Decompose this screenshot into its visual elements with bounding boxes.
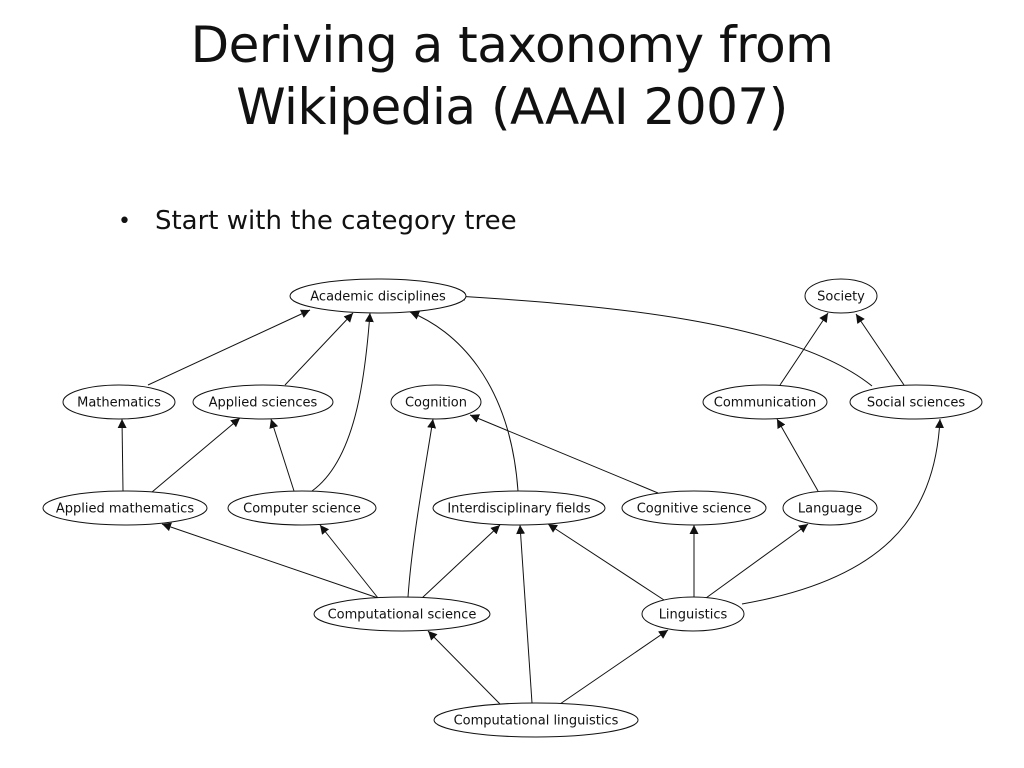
node-ellipse <box>641 596 745 632</box>
node-label: Computational science <box>328 608 477 623</box>
node-linguistics: Linguistics <box>641 596 745 632</box>
edge-applied_sci-to-academic <box>284 312 354 386</box>
edge-communication-to-society <box>779 312 829 386</box>
node-academic: Academic disciplines <box>289 278 467 314</box>
bullet-item: • Start with the category tree <box>118 206 517 236</box>
edge-linguistics-to-language <box>705 523 809 599</box>
node-ellipse <box>621 490 767 526</box>
node-applied-sci: Applied sciences <box>192 384 334 420</box>
node-label: Computational linguistics <box>454 714 619 729</box>
node-social-sci: Social sciences <box>849 384 983 420</box>
node-label: Linguistics <box>659 608 728 623</box>
node-applied-math: Applied mathematics <box>42 490 208 526</box>
edge-applied_math-to-mathematics <box>117 418 127 492</box>
node-cog-sci: Cognitive science <box>621 490 767 526</box>
node-label: Cognitive science <box>637 502 752 517</box>
graph-edges <box>117 292 945 705</box>
node-ellipse <box>702 384 828 420</box>
node-communication: Communication <box>702 384 828 420</box>
node-mathematics: Mathematics <box>62 384 176 420</box>
edge-mathematics-to-academic <box>147 309 311 386</box>
node-ellipse <box>62 384 176 420</box>
edge-language-to-communication <box>776 418 819 492</box>
node-comp-sci: Computer science <box>227 490 377 526</box>
node-ellipse <box>433 702 639 738</box>
node-label: Communication <box>714 396 816 411</box>
title-line-1: Deriving a taxonomy from <box>190 16 834 74</box>
edge-comp_science-to-interdisc <box>421 524 501 599</box>
node-label: Mathematics <box>77 396 161 411</box>
edge-social_sci-to-academic <box>455 292 873 387</box>
edge-comp_sci-to-academic <box>311 312 374 492</box>
node-label: Interdisciplinary fields <box>447 502 591 517</box>
node-ellipse <box>804 278 878 314</box>
node-ellipse <box>42 490 208 526</box>
node-ellipse <box>289 278 467 314</box>
node-ellipse <box>432 490 606 526</box>
node-ellipse <box>192 384 334 420</box>
edge-comp_ling-to-comp_science <box>427 630 501 705</box>
edge-linguistics-to-interdisc <box>547 523 665 601</box>
edge-comp_science-to-applied_math <box>161 522 379 599</box>
node-interdisc: Interdisciplinary fields <box>432 490 606 526</box>
edge-comp_ling-to-linguistics <box>559 629 669 705</box>
node-label: Applied mathematics <box>56 502 194 517</box>
node-label: Cognition <box>405 396 467 411</box>
node-ellipse <box>390 384 482 420</box>
edge-comp_sci-to-applied_sci <box>269 418 295 492</box>
edge-cog_sci-to-cognition <box>469 414 659 494</box>
edge-comp_science-to-cognition <box>407 418 437 598</box>
edge-interdisc-to-academic <box>409 311 519 492</box>
node-cognition: Cognition <box>390 384 482 420</box>
node-language: Language <box>782 490 878 526</box>
node-ellipse <box>313 596 491 632</box>
node-ellipse <box>227 490 377 526</box>
edge-comp_ling-to-interdisc <box>516 524 533 704</box>
edge-social_sci-to-society <box>855 313 905 386</box>
node-label: Society <box>817 290 865 305</box>
slide-title: Deriving a taxonomy from Wikipedia (AAAI… <box>0 14 1024 138</box>
edge-applied_math-to-applied_sci <box>151 417 241 493</box>
edge-comp_science-to-comp_sci <box>319 524 379 599</box>
node-label: Computer science <box>243 502 361 517</box>
node-ellipse <box>782 490 878 526</box>
node-label: Social sciences <box>867 396 966 411</box>
node-ellipse <box>849 384 983 420</box>
node-society: Society <box>804 278 878 314</box>
node-label: Language <box>798 502 862 517</box>
node-label: Applied sciences <box>209 396 318 411</box>
bullet-text: Start with the category tree <box>154 206 517 236</box>
title-line-2: Wikipedia (AAAI 2007) <box>236 78 788 136</box>
node-comp-science: Computational science <box>313 596 491 632</box>
node-comp-ling: Computational linguistics <box>433 702 639 738</box>
bullet-dot-icon: • <box>118 208 131 234</box>
node-label: Academic disciplines <box>310 290 446 305</box>
edge-linguistics-to-social_sci <box>741 418 945 605</box>
